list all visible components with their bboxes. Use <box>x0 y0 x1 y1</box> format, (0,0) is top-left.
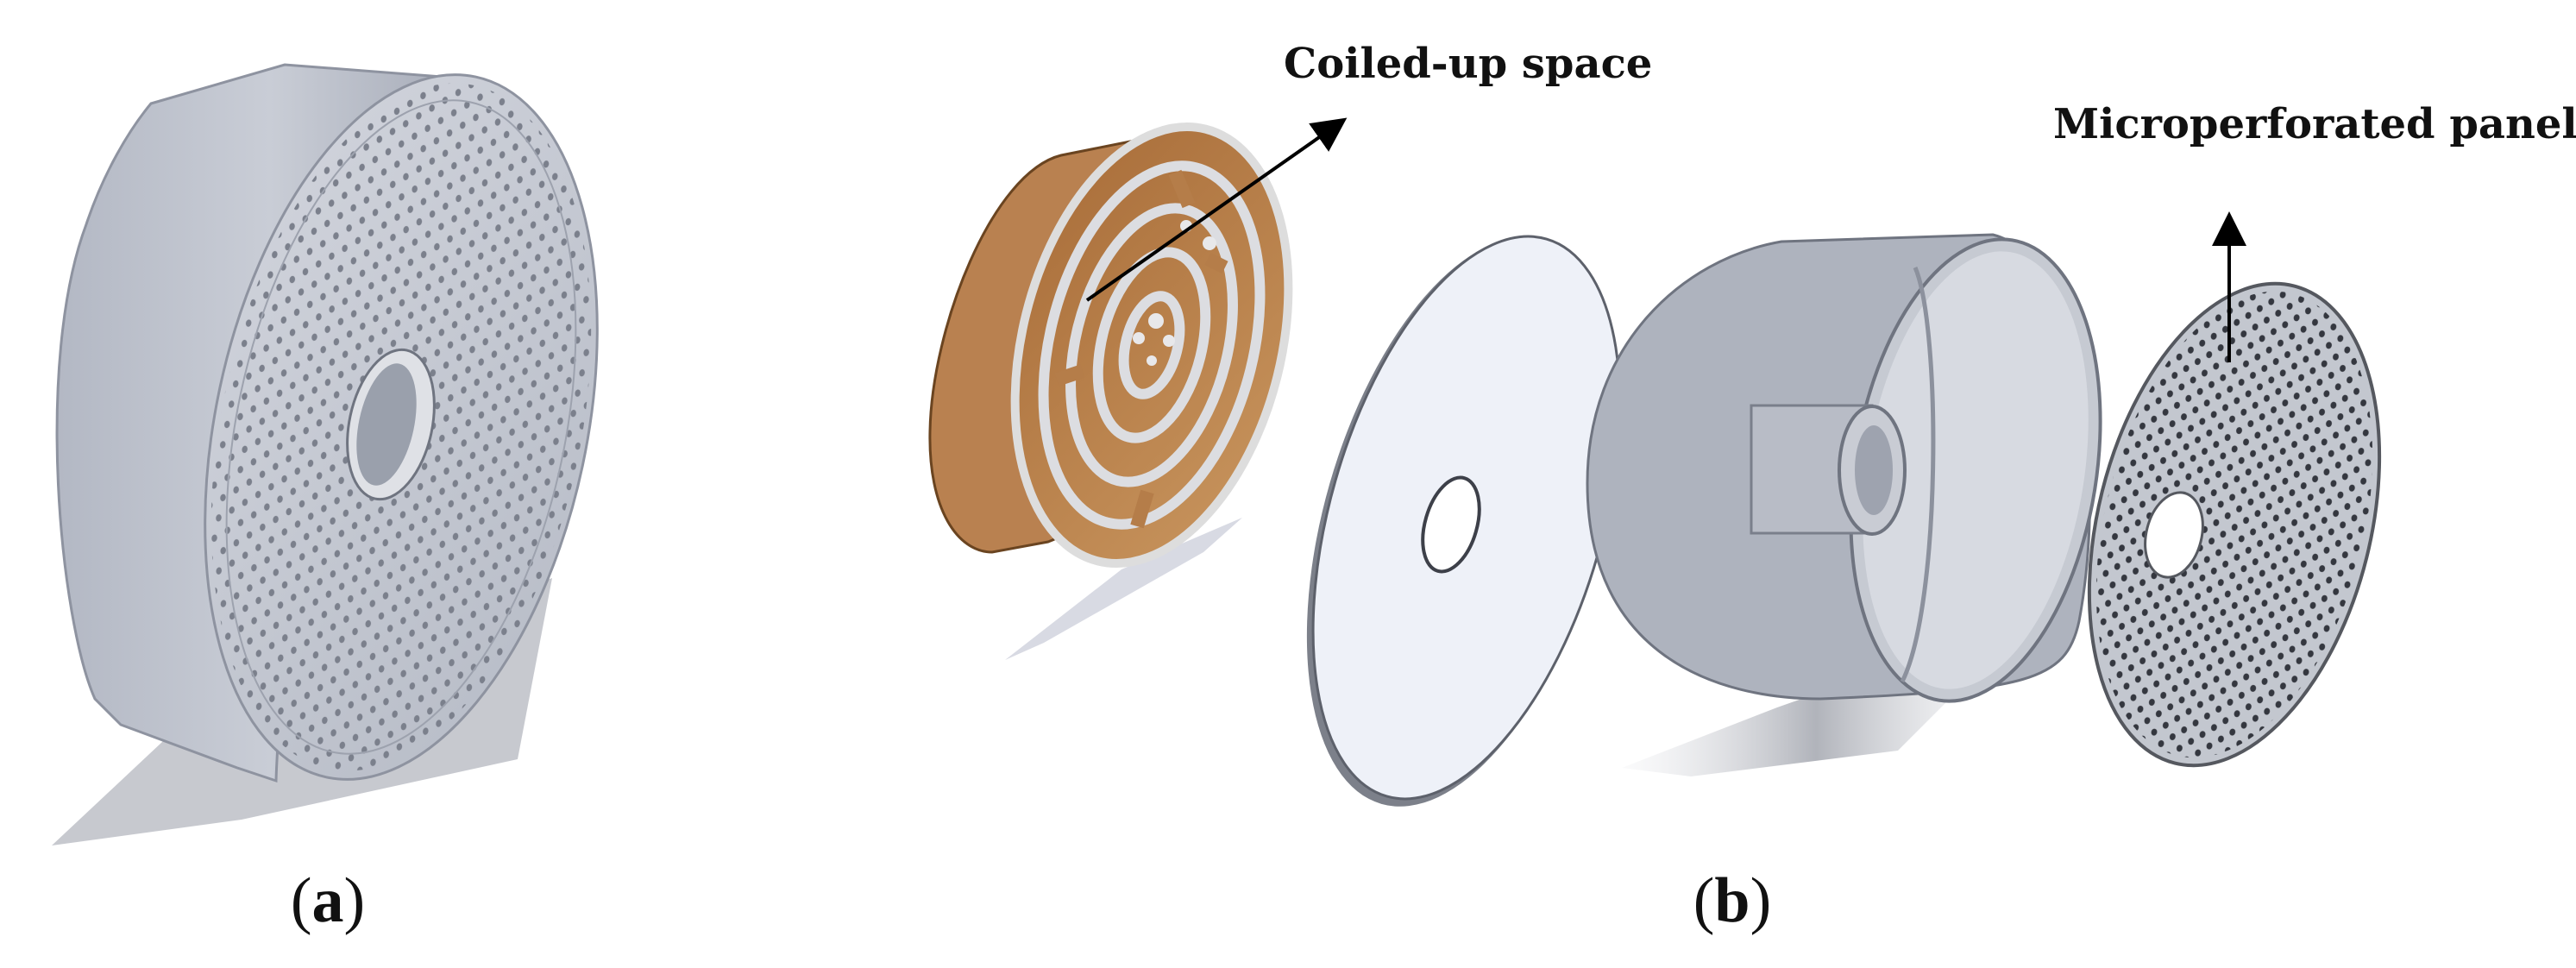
panel-label-a: (a) <box>291 865 365 936</box>
housing-cylinder <box>1586 233 2102 776</box>
panel-hole <box>2144 491 2204 579</box>
housing-cavity <box>1863 251 2089 689</box>
coiled-insert <box>928 123 1293 660</box>
housing-partition <box>1900 267 1936 683</box>
panel-a: (a) <box>52 63 599 936</box>
sheet-hole <box>1421 475 1481 574</box>
spiral-walls <box>1038 160 1266 530</box>
center-hole-a <box>346 348 436 501</box>
label-panel: Microperforated panel <box>2053 100 2576 148</box>
microperforated-panel <box>2087 281 2382 768</box>
panel-label-b: (b) <box>1693 865 1771 936</box>
label-coiled: Coiled-up space <box>1284 40 1652 88</box>
panel-b: Coiled-up space <box>928 40 2576 936</box>
separator-sheet <box>1306 235 1622 807</box>
inner-tube <box>1750 404 1907 536</box>
center-hub <box>1133 220 1216 366</box>
annotation-panel: Microperforated panel <box>2053 100 2576 362</box>
arrow-coiled <box>1085 117 1348 302</box>
shadow-coiled <box>1005 518 1242 660</box>
spiral-gaps <box>1054 169 1228 529</box>
annotation-coiled: Coiled-up space <box>1085 40 1652 302</box>
